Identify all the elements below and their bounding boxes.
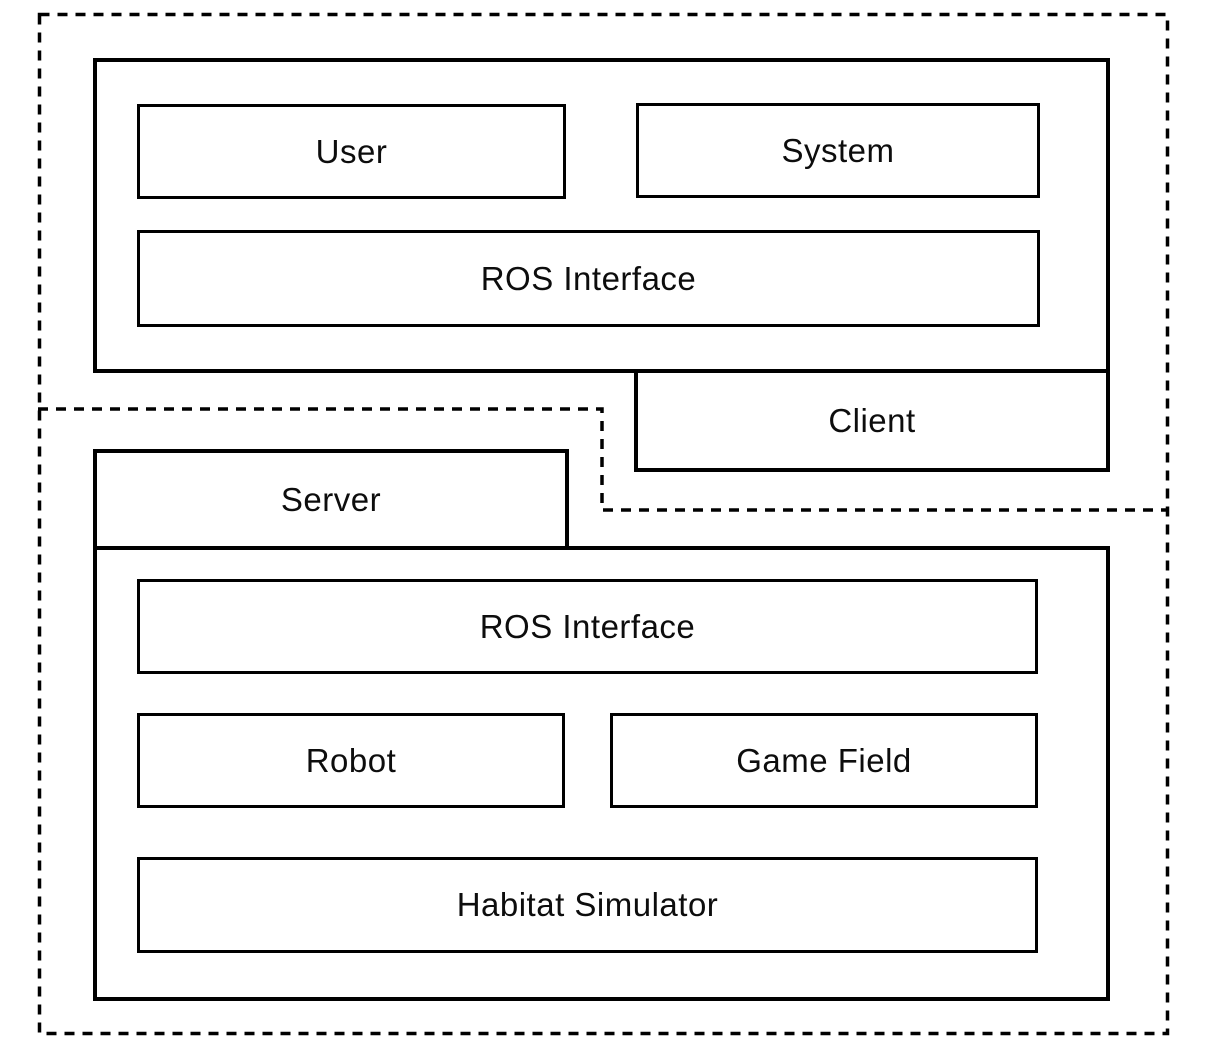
ros-interface-client-label: ROS Interface: [480, 259, 697, 297]
habitat-simulator-box: Habitat Simulator: [137, 857, 1038, 953]
server-group-box: [93, 546, 1110, 1001]
ros-interface-client-box: ROS Interface: [137, 230, 1040, 327]
robot-box: Robot: [137, 713, 565, 808]
habitat-simulator-label: Habitat Simulator: [456, 886, 719, 923]
server-title-label: Server: [280, 480, 382, 518]
game-field-label: Game Field: [736, 741, 912, 779]
ros-interface-server-box: ROS Interface: [137, 579, 1038, 674]
client-title-box: Client: [634, 369, 1110, 472]
system-box: System: [636, 103, 1040, 198]
client-group-box: [93, 58, 1110, 373]
ros-interface-server-label: ROS Interface: [479, 607, 696, 645]
robot-label: Robot: [305, 741, 397, 779]
user-box: User: [137, 104, 566, 199]
user-label: User: [315, 132, 388, 170]
game-field-box: Game Field: [610, 713, 1038, 808]
system-label: System: [781, 131, 895, 169]
client-title-label: Client: [828, 401, 916, 439]
server-title-box: Server: [93, 449, 569, 550]
